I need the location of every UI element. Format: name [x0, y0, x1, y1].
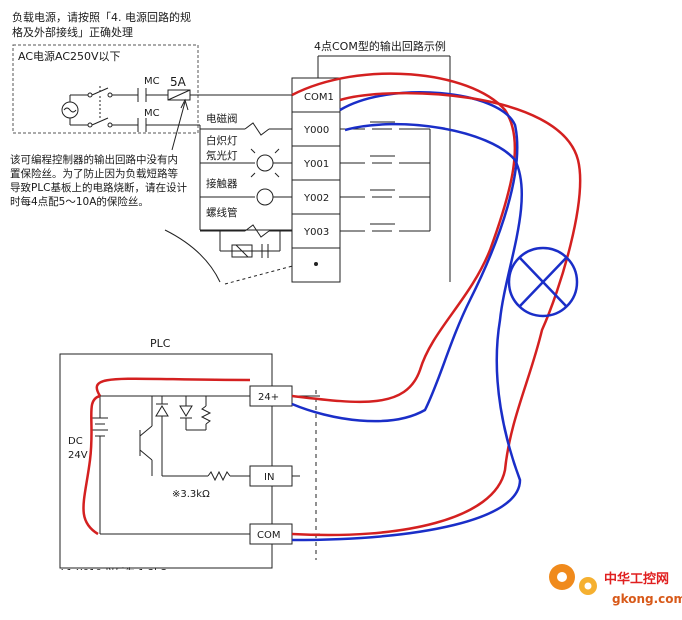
plc-terminal-com-label: COM	[257, 530, 280, 541]
mc-label-top: MC	[144, 76, 160, 87]
plc-input-circuit	[92, 395, 250, 535]
hand-drawn-lamp-icon	[507, 246, 579, 318]
fuse-note-line3: 导致PLC基板上的电路烧断，请在设计	[10, 181, 188, 194]
note-pointer-curve	[164, 229, 221, 283]
output-example-title: 4点COM型的输出回路示例	[314, 39, 446, 53]
fuse-note-line4: 时每4点配5～10A的保险丝。	[10, 195, 149, 208]
solenoid-icon	[244, 224, 270, 238]
contactor-coil-icon	[256, 188, 274, 206]
load-power-note-line2: 格及外部接线」正确处理	[12, 25, 133, 39]
plc-terminal-in-label: IN	[264, 472, 274, 483]
solenoid-valve-icon	[244, 122, 270, 136]
output-contacts	[340, 121, 431, 232]
load-power-note-line1: 负载电源，请按照「4. 电源回路的规	[12, 10, 191, 24]
plc-box	[59, 353, 273, 569]
terminal-y000: Y000	[303, 125, 329, 136]
fuse-note-arrow	[171, 101, 186, 151]
watermark-url: gkong.com	[612, 592, 682, 606]
fuse-rating: 5A	[170, 75, 187, 89]
red-wire-y000-to-com	[291, 91, 582, 537]
mc-label-bottom: MC	[144, 108, 160, 119]
red-wire-dc-plus	[95, 377, 251, 397]
ac-supply-box	[12, 44, 199, 134]
terminal-com1: COM1	[304, 92, 334, 103]
dc-label: DC	[68, 436, 83, 447]
terminal-y003: Y003	[303, 227, 329, 238]
surge-absorber-icon	[231, 244, 253, 258]
fuse-note-line1: 该可编程控制器的输出回路中没有内	[10, 153, 178, 166]
watermark-gear-icon	[549, 564, 597, 595]
ac-supply-circuit	[61, 86, 300, 231]
output-terminal-block	[291, 77, 341, 283]
load-neon-lamp: 氖光灯	[206, 149, 238, 162]
terminal-y002: Y002	[303, 193, 329, 204]
watermark-brand: 中华工控网	[604, 571, 669, 587]
plc-terminal-24plus-label: 24+	[258, 392, 279, 403]
fuse-note-line2: 置保险丝。为了防止因为负载短路等	[10, 167, 178, 180]
load-devices	[200, 122, 292, 258]
load-incandescent-lamp: 白炽灯	[206, 134, 238, 147]
red-wire-dc-minus	[82, 394, 101, 536]
load-solenoid-valve: 电磁阀	[206, 112, 238, 125]
load-contactor: 接触器	[206, 177, 238, 190]
load-solenoid: 螺线管	[206, 206, 238, 219]
plc-title: PLC	[150, 337, 171, 350]
input-resistor-label: ※3.3kΩ	[172, 489, 210, 500]
dc-voltage: 24V	[68, 450, 88, 461]
dashed-pointer	[224, 263, 301, 285]
red-wire-com1-to-24plus	[291, 72, 517, 404]
ac-supply-label: AC电源AC250V以下	[18, 49, 121, 63]
terminal-dot	[314, 262, 318, 266]
blue-wire-y000-to-com	[291, 122, 523, 542]
lamp-icon	[256, 154, 274, 172]
terminal-y001: Y001	[303, 159, 329, 170]
